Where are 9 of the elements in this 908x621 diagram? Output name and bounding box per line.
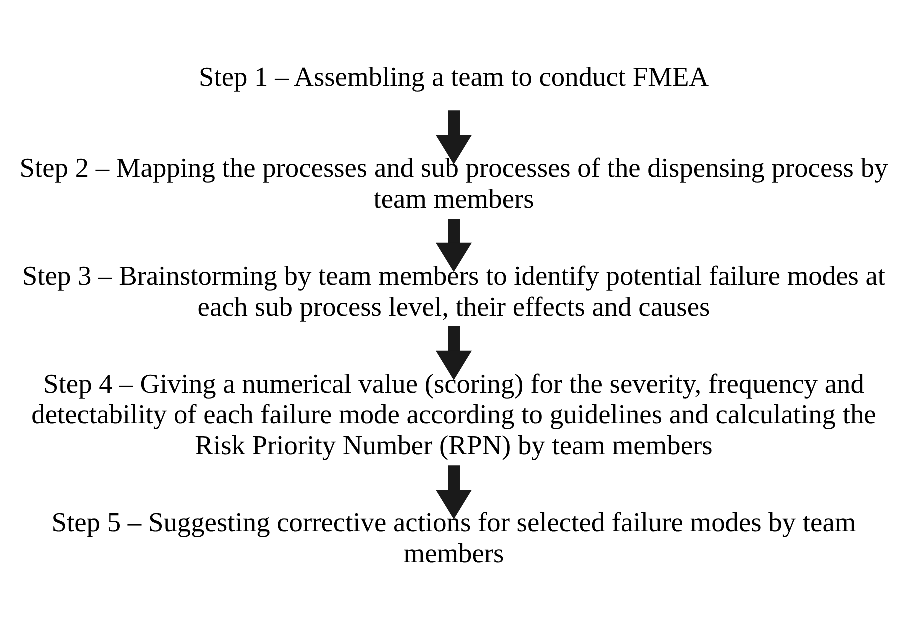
node-text: Step 5 – Suggesting corrective actions for selected failure modes by team members — [52, 507, 856, 568]
node-text: Step 4 – Giving a numerical value (scoring) for the severity, frequency and detectability of each failure mode according to guidelines and calculating the Risk Priority Number (RPN) by team members — [32, 368, 876, 460]
node-text: Step 3 – Brainstorming by team members to identify potential failure modes at each sub process level, their effects and causes — [22, 260, 886, 322]
arrow — [436, 218, 472, 272]
arrow — [436, 465, 472, 519]
node-text: Step 1 – Assembling a team to conduct FMEA — [198, 62, 710, 92]
arrow — [436, 110, 472, 164]
node-text: Step 2 – Mapping the processes and sub processes of the dispensing process by team members — [20, 152, 888, 214]
arrow — [436, 326, 472, 380]
